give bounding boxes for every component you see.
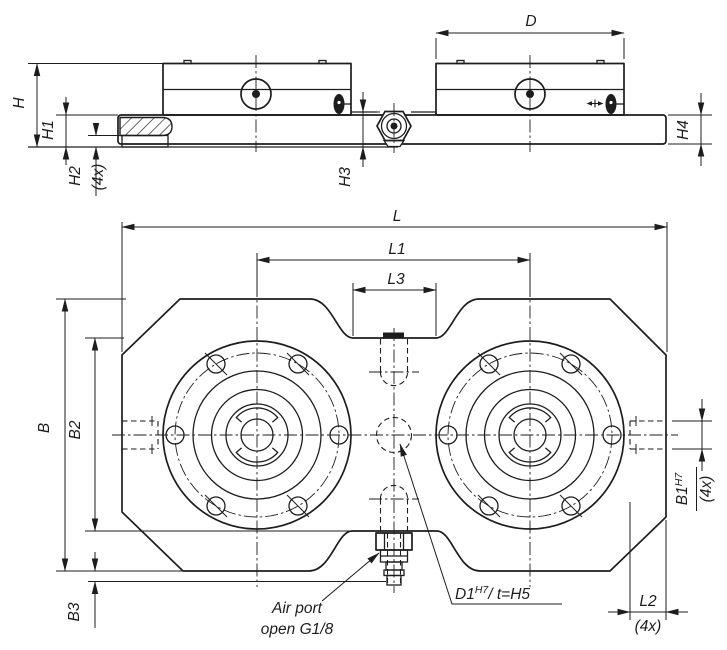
dim-H: H xyxy=(11,62,163,148)
label-l2: L2 xyxy=(639,593,657,610)
label-b: B xyxy=(36,423,53,433)
keyway-slot-right xyxy=(629,416,666,454)
airflow-icon xyxy=(586,99,604,108)
dim-B1: B1H7 (4x) xyxy=(672,399,715,511)
side-view xyxy=(28,55,667,153)
air-channel-bottom xyxy=(369,484,419,531)
dim-L: L xyxy=(121,208,668,352)
dim-B2: B2 xyxy=(67,337,352,532)
clamp-module-left-side xyxy=(162,55,352,152)
center-bore-d1 xyxy=(375,416,413,454)
label-b1: B1H7 xyxy=(673,472,691,506)
label-d1: D1H7/ t=H5 xyxy=(455,584,530,603)
air-coupling-plan xyxy=(375,532,413,586)
label-b2: B2 xyxy=(67,420,84,439)
dim-B3: B3 xyxy=(66,552,386,628)
label-l1: L1 xyxy=(388,241,405,258)
label-air-port-1: Air port xyxy=(271,600,323,617)
top-air-nipple xyxy=(383,332,404,339)
air-coupling-side xyxy=(376,103,412,153)
label-h1: H1 xyxy=(40,120,57,140)
dim-H2: H2 (4x) xyxy=(67,123,120,196)
support-foot-section xyxy=(119,116,173,137)
dim-L1: L1 xyxy=(256,241,531,297)
dim-H3: H3 xyxy=(337,92,380,187)
label-b1-qty: (4x) xyxy=(698,476,715,503)
dim-D: D xyxy=(435,13,625,59)
label-l: L xyxy=(393,208,402,225)
label-h2: H2 xyxy=(67,166,84,186)
keyway-slot-left xyxy=(122,416,159,454)
air-channel-top xyxy=(369,332,419,387)
dim-L3: L3 xyxy=(352,271,437,336)
label-air-port-2: open G1/8 xyxy=(261,621,334,638)
label-l2-qty: (4x) xyxy=(635,618,662,635)
label-h3: H3 xyxy=(337,167,354,187)
dim-H4: H4 xyxy=(668,93,712,166)
label-b3: B3 xyxy=(66,602,83,621)
label-h4: H4 xyxy=(675,120,692,140)
plan-view xyxy=(112,283,678,593)
support-foot-lip xyxy=(121,134,169,148)
dim-H1: H1 xyxy=(40,97,118,165)
plate-outline xyxy=(121,298,667,572)
clamp-module-left-plan xyxy=(162,283,352,588)
dim-L2: L2 (4x) xyxy=(608,502,688,635)
label-d: D xyxy=(525,13,536,30)
label-h2-qty: (4x) xyxy=(90,164,107,191)
dim-B: B xyxy=(36,298,196,572)
annotation-air-port: Air port open G1/8 xyxy=(261,552,380,638)
clamp-module-right-plan xyxy=(435,283,625,588)
label-h: H xyxy=(11,97,28,109)
clamp-module-right-side xyxy=(435,55,625,152)
label-l3: L3 xyxy=(387,271,405,288)
annotation-d1: D1H7/ t=H5 xyxy=(399,443,562,605)
